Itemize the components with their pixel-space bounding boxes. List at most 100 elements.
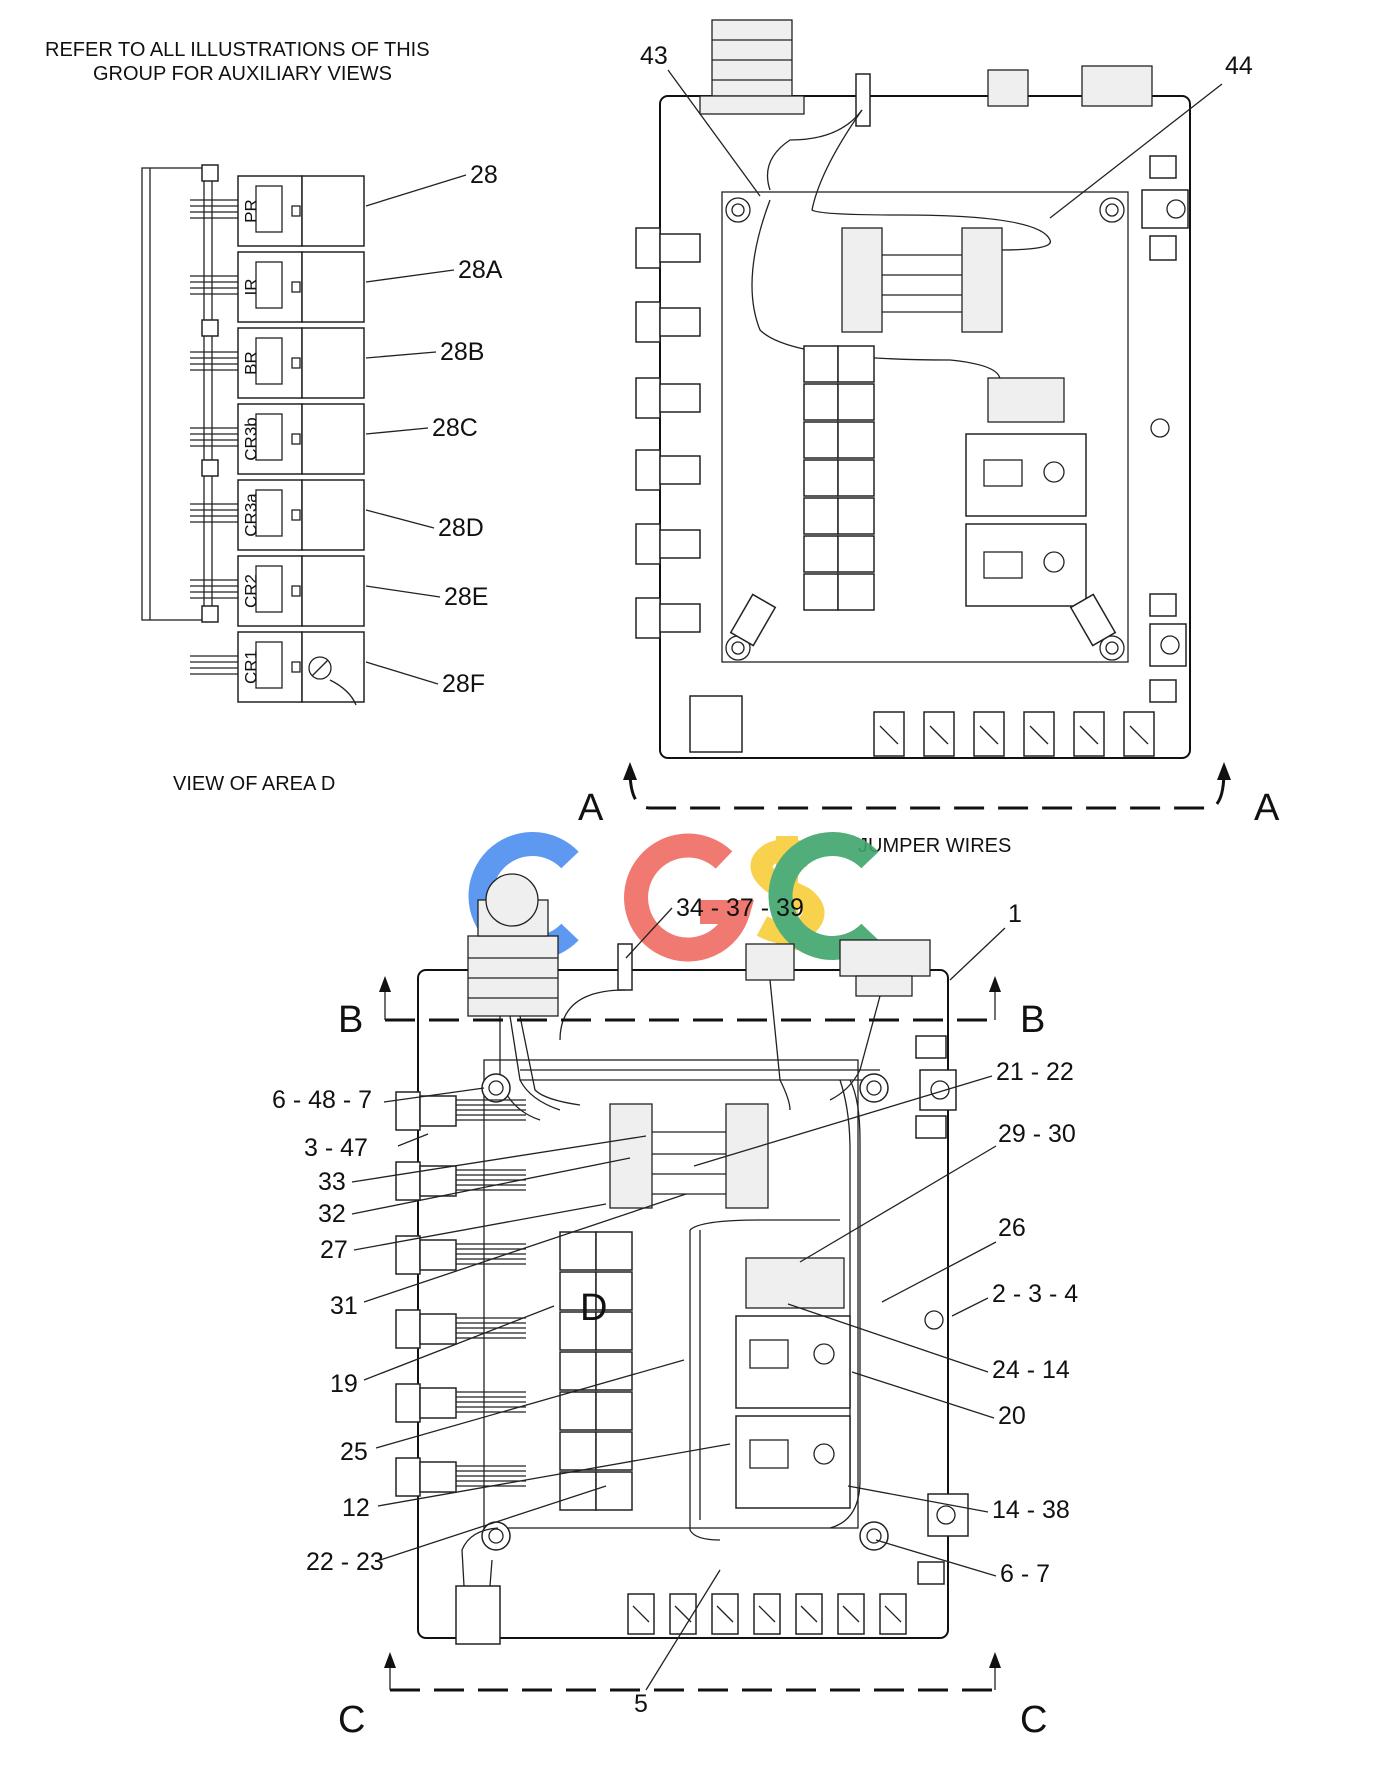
cable-gland bbox=[635, 227, 661, 269]
relay-clip bbox=[291, 585, 301, 597]
relay-cover bbox=[837, 421, 875, 459]
callout-26: 26 bbox=[998, 1214, 1026, 1242]
relay-cover bbox=[837, 345, 875, 383]
refer-note-line1: REFER TO ALL ILLUSTRATIONS OF THIS bbox=[45, 39, 430, 61]
relay-base bbox=[559, 1391, 597, 1431]
callout-leader bbox=[365, 509, 435, 529]
enclosure-main-view bbox=[395, 873, 969, 1645]
view-of-area-d-caption: VIEW OF AREA D bbox=[173, 773, 335, 795]
relay-cover bbox=[595, 1271, 633, 1311]
relay-socket bbox=[255, 565, 283, 613]
cable-gland-body bbox=[659, 383, 701, 413]
relay-base bbox=[559, 1431, 597, 1471]
relay-clip bbox=[291, 357, 301, 369]
callout-14-38: 14 - 38 bbox=[992, 1496, 1070, 1524]
relay-cover bbox=[837, 383, 875, 421]
callout-43-leader bbox=[667, 69, 761, 197]
relay-socket bbox=[255, 261, 283, 309]
callout-34-37-39: 34 - 37 - 39 bbox=[676, 894, 804, 922]
terminal-screw bbox=[879, 725, 899, 745]
relay-cover bbox=[595, 1231, 633, 1271]
section-a-right: A bbox=[1254, 787, 1280, 829]
relay-base bbox=[803, 345, 839, 383]
cable-gland-body bbox=[659, 233, 701, 263]
relay-cover bbox=[595, 1351, 633, 1391]
relay-cover-ir bbox=[301, 251, 365, 323]
relay-base-cr3b bbox=[237, 403, 303, 475]
cable-gland-body bbox=[419, 1095, 457, 1127]
callout-31: 31 bbox=[330, 1292, 358, 1320]
callout-22-23: 22 - 23 bbox=[306, 1548, 384, 1576]
relay-base bbox=[803, 535, 839, 573]
relay-cover-cr3a bbox=[301, 479, 365, 551]
relay-cover-cr1 bbox=[301, 631, 365, 703]
relay-base bbox=[803, 459, 839, 497]
terminal-screw bbox=[929, 725, 949, 745]
relay-cover bbox=[595, 1311, 633, 1351]
terminal-screw bbox=[632, 1605, 650, 1623]
terminal-screw bbox=[716, 1605, 734, 1623]
relay-clip bbox=[291, 205, 301, 217]
jumper-wires-label: JUMPER WIRES bbox=[858, 835, 1011, 857]
relay-socket bbox=[255, 413, 283, 461]
section-b-right: B bbox=[1020, 999, 1045, 1041]
callout-25: 25 bbox=[340, 1438, 368, 1466]
callout-1: 1 bbox=[1008, 900, 1022, 928]
relay-label-cr3b: CR3b bbox=[241, 417, 260, 460]
cable-gland-body bbox=[419, 1461, 457, 1493]
relay-base-cr2 bbox=[237, 555, 303, 627]
terminal-screw bbox=[884, 1605, 902, 1623]
relay-label-pr: PR bbox=[241, 199, 260, 223]
callout-21-22: 21 - 22 bbox=[996, 1058, 1074, 1086]
relay-base bbox=[803, 497, 839, 535]
relay-base bbox=[803, 421, 839, 459]
callout-3-47: 3 - 47 bbox=[304, 1134, 368, 1162]
section-b-left: B bbox=[338, 999, 363, 1041]
relay-clip bbox=[291, 281, 301, 293]
relay-clip bbox=[291, 661, 301, 673]
cable-gland-body bbox=[419, 1239, 457, 1271]
relay-base-pr bbox=[237, 175, 303, 247]
callout-44-leader bbox=[1049, 83, 1223, 219]
cable-gland bbox=[635, 597, 661, 639]
terminal-screw bbox=[1079, 725, 1099, 745]
relay-base bbox=[803, 383, 839, 421]
callout-44: 44 bbox=[1225, 52, 1253, 80]
refer-note-line2: GROUP FOR AUXILIARY VIEWS bbox=[93, 63, 392, 85]
relay-cover bbox=[595, 1391, 633, 1431]
callout-leader bbox=[365, 427, 429, 435]
cable-gland bbox=[635, 377, 661, 419]
relay-cover-cr2 bbox=[301, 555, 365, 627]
callout-28f: 28F bbox=[442, 670, 485, 698]
cable-gland-body bbox=[659, 529, 701, 559]
callout-28b: 28B bbox=[440, 338, 484, 366]
area-d-letter: D bbox=[580, 1287, 607, 1329]
relay-cover-pr bbox=[301, 175, 365, 247]
callout-19: 19 bbox=[330, 1370, 358, 1398]
relay-clip bbox=[291, 433, 301, 445]
relay-socket bbox=[255, 185, 283, 233]
relay-cover bbox=[837, 497, 875, 535]
callout-32: 32 bbox=[318, 1200, 346, 1228]
section-c-left: C bbox=[338, 1699, 365, 1741]
terminal-lug bbox=[1123, 711, 1155, 757]
relay-label-ir: IR bbox=[241, 279, 260, 296]
cable-gland bbox=[395, 1235, 421, 1275]
relay-cover bbox=[837, 573, 875, 611]
cable-gland bbox=[635, 449, 661, 491]
relay-clip bbox=[291, 509, 301, 521]
cable-gland-body bbox=[659, 455, 701, 485]
relay-base bbox=[803, 573, 839, 611]
callout-12: 12 bbox=[342, 1494, 370, 1522]
callout-27: 27 bbox=[320, 1236, 348, 1264]
relay-cover-br bbox=[301, 327, 365, 399]
relay-base bbox=[559, 1351, 597, 1391]
callout-leader bbox=[365, 269, 455, 283]
relay-cover bbox=[595, 1431, 633, 1471]
callout-28d: 28D bbox=[438, 514, 484, 542]
callout-28e: 28E bbox=[444, 583, 488, 611]
terminal-screw bbox=[1129, 725, 1149, 745]
terminal-screw bbox=[979, 725, 999, 745]
